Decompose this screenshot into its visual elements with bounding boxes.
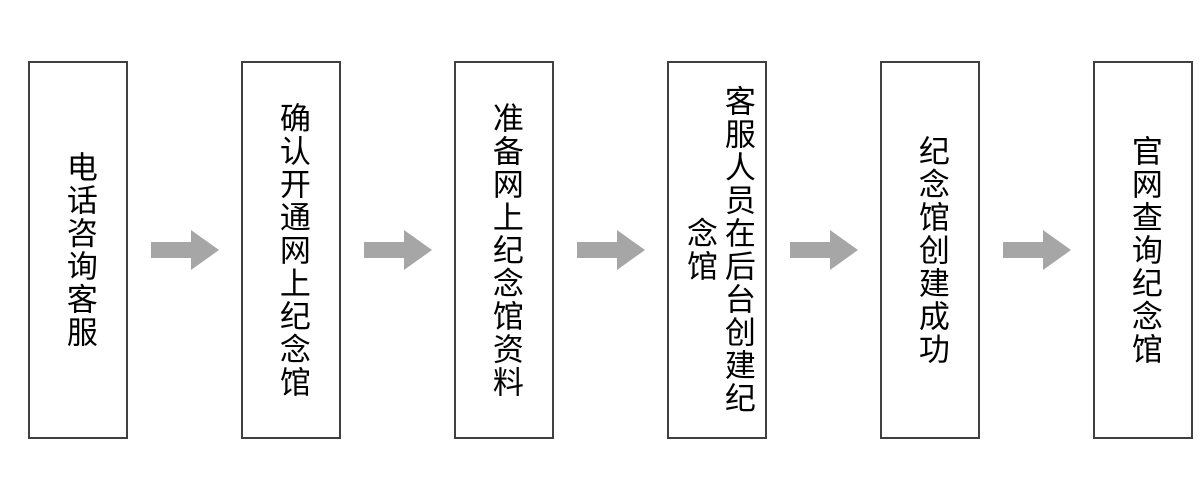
flow-node-step-6[interactable]: 官网查询纪念馆 (1093, 61, 1193, 439)
flow-node-step-5[interactable]: 纪念馆创建成功 (880, 61, 980, 439)
right-arrow-icon (1002, 230, 1071, 270)
flow-node-step-3[interactable]: 准备网上纪念馆资料 (454, 61, 554, 439)
arrow-head (190, 230, 219, 270)
flow-connector-4 (767, 61, 880, 439)
arrow-head (403, 230, 432, 270)
arrow-shaft (150, 242, 193, 258)
right-arrow-icon (789, 230, 858, 270)
arrow-shaft (576, 242, 619, 258)
right-arrow-icon (363, 230, 432, 270)
right-arrow-icon (576, 230, 645, 270)
flow-node-label: 客服人员在后台创建纪念馆 (681, 85, 755, 415)
flow-node-step-2[interactable]: 确认开通网上纪念馆 (241, 61, 341, 439)
flow-connector-1 (128, 61, 241, 439)
arrow-shaft (789, 242, 832, 258)
flow-node-step-1[interactable]: 电话咨询客服 (28, 61, 128, 439)
arrow-head (616, 230, 645, 270)
flow-node-label: 电话咨询客服 (60, 151, 97, 349)
flow-node-label: 纪念馆创建成功 (912, 134, 949, 366)
arrow-shaft (363, 242, 406, 258)
flow-node-step-4[interactable]: 客服人员在后台创建纪念馆 (667, 61, 767, 439)
right-arrow-icon (150, 230, 219, 270)
flow-connector-2 (341, 61, 454, 439)
flow-node-label: 官网查询纪念馆 (1125, 134, 1162, 366)
flow-connector-5 (980, 61, 1093, 439)
arrow-head (829, 230, 858, 270)
arrow-shaft (1002, 242, 1045, 258)
arrow-head (1042, 230, 1071, 270)
flow-node-label: 准备网上纪念馆资料 (486, 101, 523, 399)
flow-connector-3 (554, 61, 667, 439)
flow-node-label: 确认开通网上纪念馆 (273, 101, 310, 399)
